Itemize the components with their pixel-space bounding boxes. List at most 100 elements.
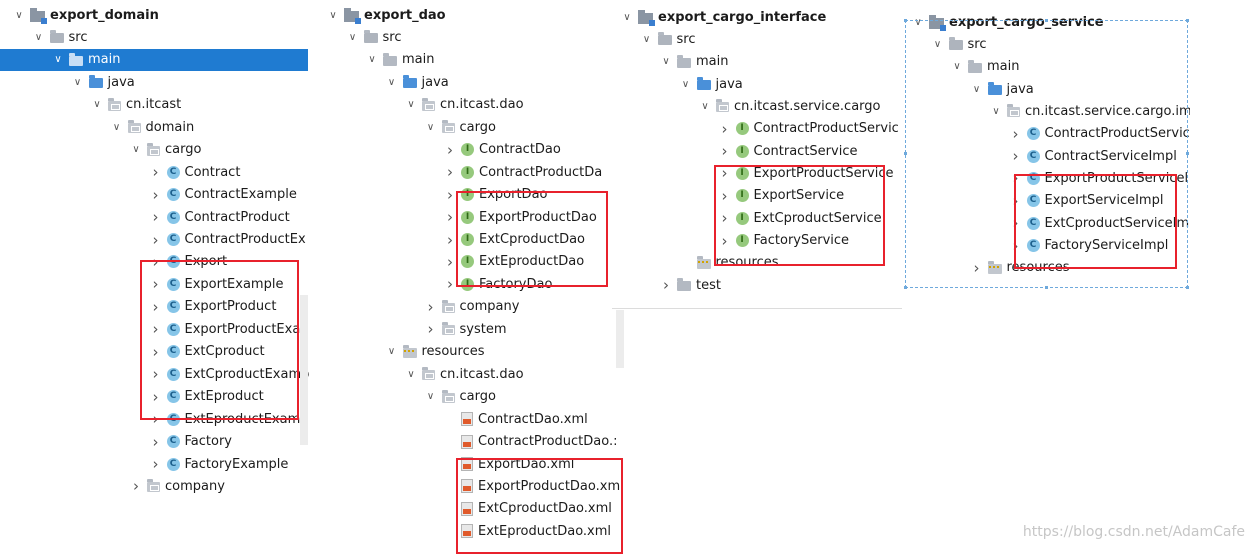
tree-node[interactable]: ∨export_domain	[0, 4, 310, 26]
tree-node[interactable]: ∨main	[612, 51, 904, 73]
chevron-right-icon[interactable]: ›	[447, 208, 453, 227]
chevron-right-icon[interactable]: ›	[1012, 214, 1019, 233]
chevron-right-icon[interactable]: ›	[1012, 147, 1019, 166]
resize-handle[interactable]	[904, 19, 907, 22]
tree-node[interactable]: ∨cargo	[318, 386, 630, 408]
tree-node[interactable]: ›resources	[905, 257, 1190, 279]
chevron-right-icon[interactable]: ›	[133, 477, 139, 496]
chevron-down-icon[interactable]: ∨	[701, 100, 709, 112]
tree-node[interactable]: ∨src	[612, 28, 904, 50]
tree-node[interactable]: ExportProductDao.xm	[318, 475, 630, 497]
chevron-right-icon[interactable]: ›	[152, 297, 159, 316]
chevron-right-icon[interactable]: ›	[427, 297, 434, 316]
chevron-right-icon[interactable]: ›	[427, 320, 434, 339]
chevron-down-icon[interactable]: ∨	[34, 31, 43, 43]
tree-node[interactable]: ∨export_cargo_interface	[612, 6, 904, 28]
chevron-right-icon[interactable]: ›	[447, 163, 453, 182]
chevron-down-icon[interactable]: ∨	[54, 54, 62, 66]
resize-handle[interactable]	[904, 152, 907, 155]
chevron-down-icon[interactable]: ∨	[642, 33, 651, 45]
chevron-right-icon[interactable]: ›	[152, 387, 159, 406]
tree-node[interactable]: ∨export_cargo_service	[905, 11, 1190, 33]
scrollbar[interactable]	[300, 295, 308, 445]
chevron-right-icon[interactable]: ›	[447, 230, 453, 249]
chevron-down-icon[interactable]: ∨	[407, 368, 415, 380]
chevron-down-icon[interactable]: ∨	[972, 83, 981, 95]
chevron-down-icon[interactable]: ∨	[407, 99, 415, 111]
chevron-down-icon[interactable]: ∨	[93, 99, 101, 111]
chevron-down-icon[interactable]: ∨	[73, 76, 82, 88]
chevron-down-icon[interactable]: ∨	[368, 54, 376, 66]
chevron-right-icon[interactable]: ›	[152, 230, 159, 249]
resize-handle[interactable]	[904, 286, 907, 289]
tree-node[interactable]: ∨main	[905, 56, 1190, 78]
chevron-right-icon[interactable]: ›	[721, 164, 728, 183]
chevron-down-icon[interactable]: ∨	[426, 121, 435, 133]
chevron-down-icon[interactable]: ∨	[387, 76, 396, 88]
tree-node[interactable]: ∨java	[0, 71, 310, 93]
tree-node[interactable]: ∨src	[318, 26, 630, 48]
tree-node[interactable]: ExportDao.xml	[318, 453, 630, 475]
chevron-right-icon[interactable]: ›	[1012, 169, 1019, 188]
tree-node[interactable]: ∨main	[318, 49, 630, 71]
tree-node[interactable]: ∨java	[612, 73, 904, 95]
chevron-right-icon[interactable]: ›	[152, 275, 159, 294]
scrollbar[interactable]	[616, 310, 624, 368]
chevron-right-icon[interactable]: ›	[152, 432, 159, 451]
chevron-right-icon[interactable]: ›	[152, 455, 159, 473]
chevron-right-icon[interactable]: ›	[447, 185, 453, 204]
chevron-down-icon[interactable]: ∨	[623, 11, 631, 23]
chevron-down-icon[interactable]: ∨	[953, 61, 961, 73]
chevron-right-icon[interactable]: ›	[721, 142, 728, 161]
tree-node[interactable]: ›system	[318, 318, 630, 340]
chevron-right-icon[interactable]: ›	[973, 258, 980, 277]
tree-node[interactable]: ∨src	[0, 26, 310, 48]
chevron-right-icon[interactable]: ›	[152, 252, 159, 271]
tree-node[interactable]: ∨cargo	[0, 139, 310, 161]
tree-node[interactable]: ExtCproductDao.xml	[318, 498, 630, 520]
chevron-right-icon[interactable]: ›	[663, 276, 669, 295]
chevron-right-icon[interactable]: ›	[1012, 236, 1019, 255]
chevron-down-icon[interactable]: ∨	[914, 16, 922, 28]
tree-node[interactable]: ExtEproductDao.xml	[318, 520, 630, 542]
chevron-right-icon[interactable]: ›	[721, 209, 728, 228]
chevron-right-icon[interactable]: ›	[152, 365, 159, 384]
tree-node[interactable]: ContractProductDao.:	[318, 431, 630, 453]
chevron-right-icon[interactable]: ›	[447, 140, 453, 159]
tree-node[interactable]: ∨cn.itcast.dao	[318, 363, 630, 385]
resize-handle[interactable]	[1186, 152, 1189, 155]
chevron-right-icon[interactable]: ›	[152, 208, 159, 227]
tree-node[interactable]: ContractDao.xml	[318, 408, 630, 430]
chevron-right-icon[interactable]: ›	[721, 186, 728, 205]
tree-node[interactable]: resources	[612, 252, 904, 274]
tree-node[interactable]: ∨cn.itcast.service.cargo	[612, 95, 904, 117]
chevron-right-icon[interactable]: ›	[152, 410, 159, 429]
chevron-down-icon[interactable]: ∨	[112, 121, 121, 133]
chevron-down-icon[interactable]: ∨	[387, 346, 396, 358]
tree-node[interactable]: ›company	[0, 475, 310, 497]
